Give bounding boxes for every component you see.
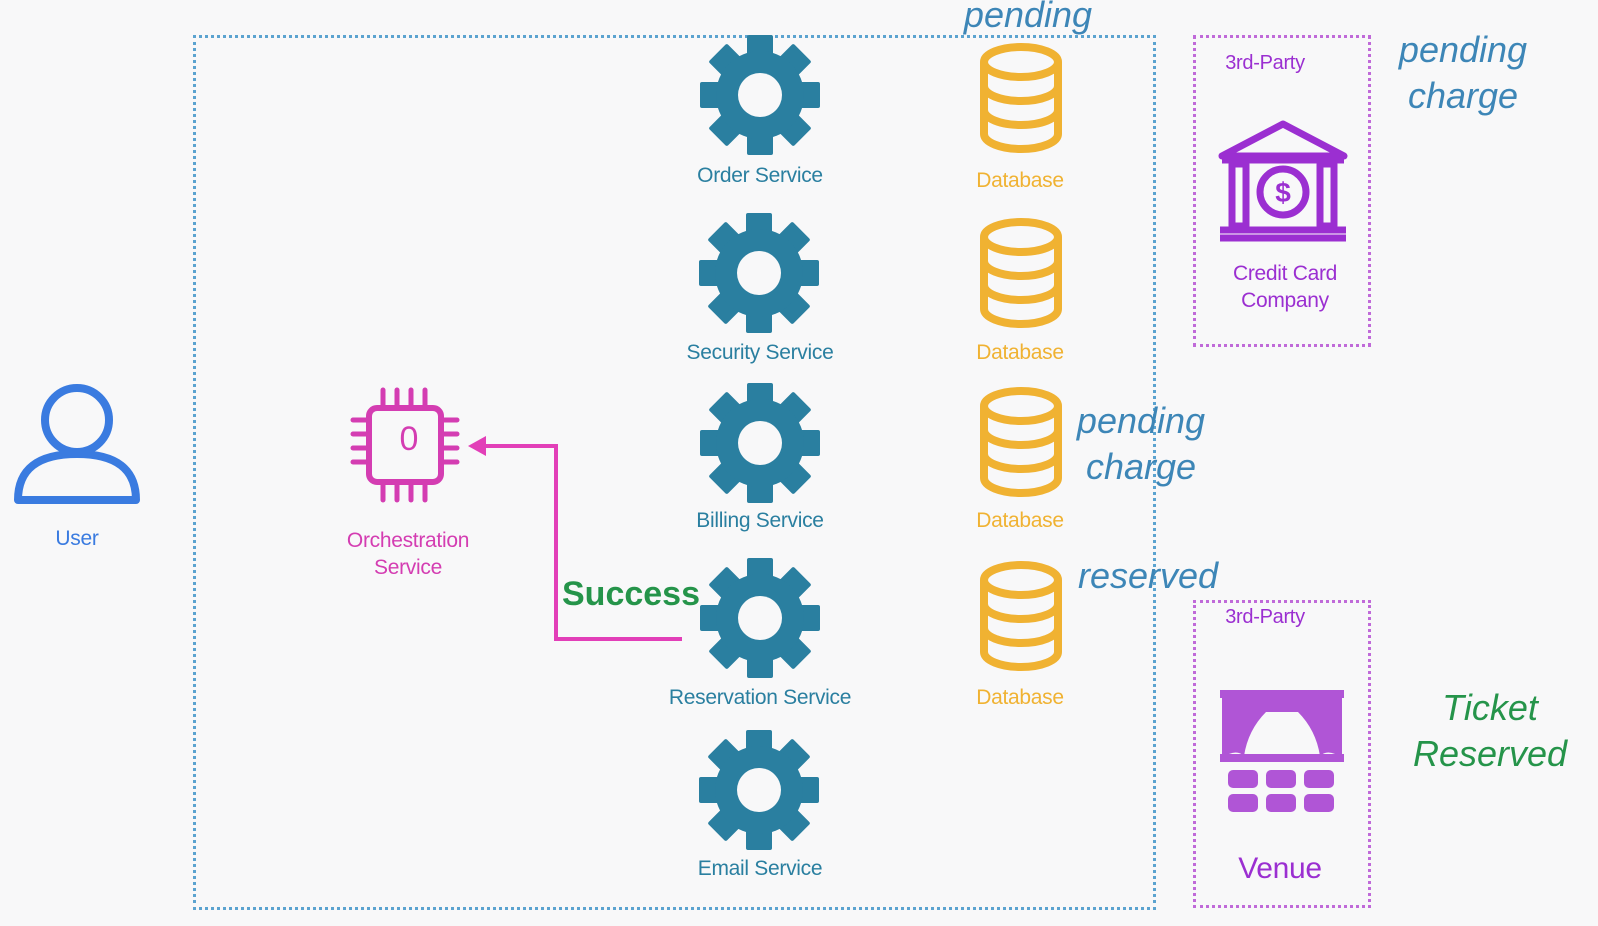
gear-icon — [698, 381, 822, 505]
database-label: Database — [976, 686, 1064, 709]
credit-card-label: Credit Card Company — [1200, 260, 1370, 314]
database-icon — [978, 386, 1064, 498]
database-icon — [978, 560, 1064, 672]
note-credit-card-pending-charge: pending charge — [1388, 27, 1538, 119]
credit-card-label-line1: Credit Card — [1232, 262, 1338, 285]
note-credit-card-line2: charge — [1407, 75, 1519, 116]
gear-icon — [698, 556, 822, 680]
chip-text: 0 — [399, 420, 419, 458]
orchestrator-label: Orchestration Service — [320, 527, 496, 581]
database-icon — [978, 42, 1064, 154]
chip-icon — [349, 386, 467, 504]
service-label-order: Order Service — [697, 164, 823, 187]
database-label: Database — [976, 509, 1064, 532]
gear-icon — [697, 728, 821, 852]
service-label-email: Email Service — [697, 857, 823, 880]
orchestrator-label-line1: Orchestration — [346, 529, 470, 552]
credit-card-boundary — [1193, 35, 1371, 347]
gear-icon — [697, 211, 821, 335]
credit-card-tag: 3rd-Party — [1225, 52, 1305, 74]
bank-icon: $ — [1218, 120, 1348, 242]
credit-card-label-line2: Company — [1241, 289, 1329, 312]
note-venue-ticket-reserved: Ticket Reserved — [1400, 685, 1580, 777]
note-reservation-reserved: reserved — [1077, 555, 1219, 596]
note-billing-pending-charge: pending charge — [1066, 398, 1216, 490]
note-venue-line2: Reserved — [1412, 733, 1568, 774]
note-billing-line1: pending — [1076, 400, 1206, 441]
svg-text:$: $ — [1275, 177, 1291, 208]
database-icon — [978, 217, 1064, 329]
service-label-reservation: Reservation Service — [668, 686, 852, 709]
service-label-billing: Billing Service — [696, 509, 824, 532]
venue-boundary — [1193, 600, 1371, 908]
note-venue-line1: Ticket — [1442, 687, 1538, 728]
database-label: Database — [976, 169, 1064, 192]
success-arrow — [460, 428, 690, 644]
theater-stage-icon — [1218, 690, 1346, 820]
gear-icon — [698, 33, 822, 157]
venue-tag: 3rd-Party — [1225, 606, 1305, 628]
venue-label: Venue — [1238, 852, 1322, 885]
database-label: Database — [976, 341, 1064, 364]
user-label: User — [55, 527, 99, 550]
note-billing-line2: charge — [1085, 446, 1197, 487]
user-icon — [12, 378, 142, 508]
system-boundary — [193, 35, 1156, 910]
note-credit-card-line1: pending — [1398, 29, 1528, 70]
success-label: Success — [562, 575, 700, 613]
service-label-security: Security Service — [686, 341, 834, 364]
note-order-pending: pending — [963, 0, 1093, 35]
orchestrator-label-line2: Service — [374, 556, 442, 579]
